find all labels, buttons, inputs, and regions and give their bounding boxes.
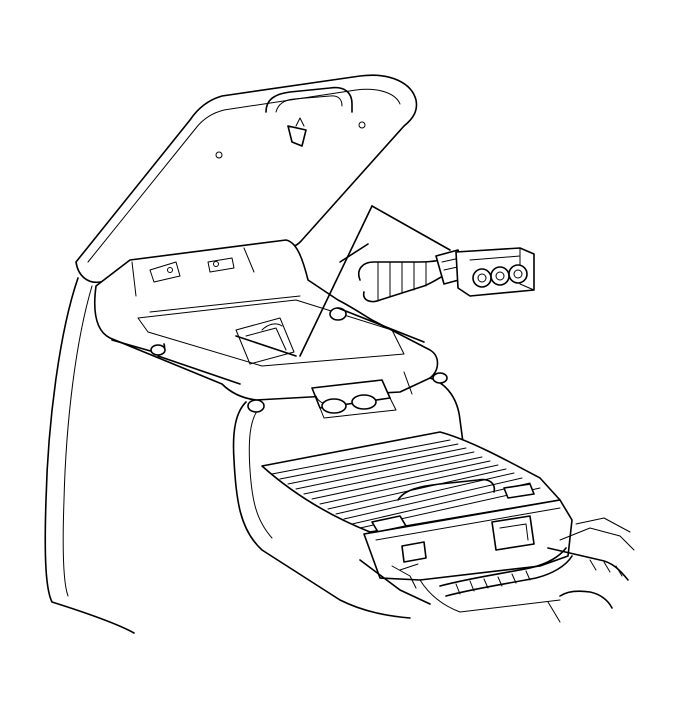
aux-jack-detail (339, 205, 535, 303)
bin-front-latch (311, 371, 413, 419)
storage-compartment (94, 239, 439, 401)
console-lower-body (232, 372, 635, 623)
jack-location-marker (235, 205, 373, 365)
console-side-panel (44, 277, 135, 634)
